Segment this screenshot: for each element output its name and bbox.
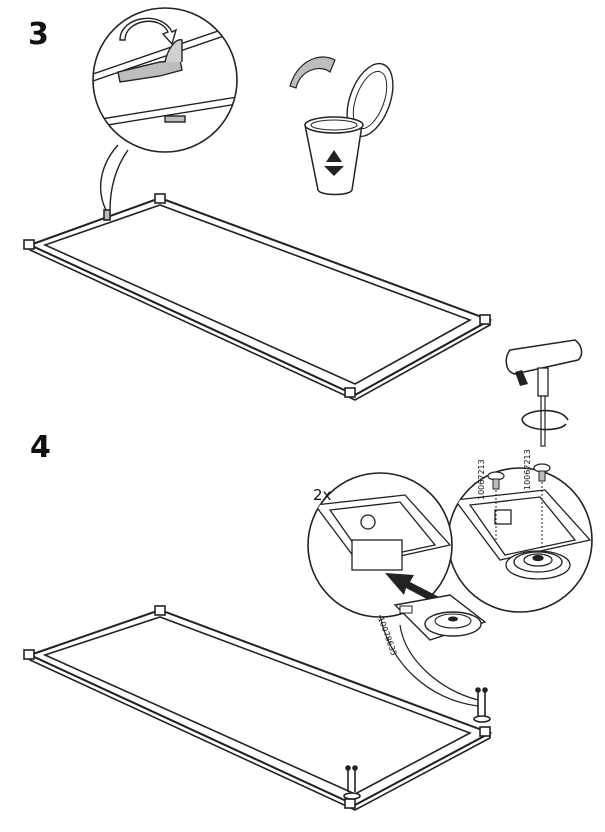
- step3-frame: [23, 193, 493, 401]
- step-number-4: 4: [30, 430, 51, 465]
- recycle-icon: [324, 150, 344, 176]
- step4-detail-left: 2x: [307, 472, 453, 618]
- step4-frame: [23, 605, 493, 811]
- rotate-arrow-icon: [119, 17, 178, 46]
- step-number-3: 3: [28, 17, 49, 52]
- insert-arrow-icon: [385, 573, 445, 606]
- part-number-screw-right: 10067213: [523, 449, 532, 490]
- part-number-screw-left: 10067213: [477, 459, 486, 500]
- quantity-label: 2x: [313, 486, 332, 504]
- step4-detail-right: 10067213 10067213: [447, 449, 593, 613]
- recycle-bin: [289, 56, 394, 196]
- part-number-glide: 10078635: [376, 616, 398, 657]
- screw-left: [487, 471, 505, 540]
- step3-detail-circle: [92, 7, 238, 211]
- screw-right: [533, 463, 551, 550]
- screwdriver-icon: [505, 339, 583, 447]
